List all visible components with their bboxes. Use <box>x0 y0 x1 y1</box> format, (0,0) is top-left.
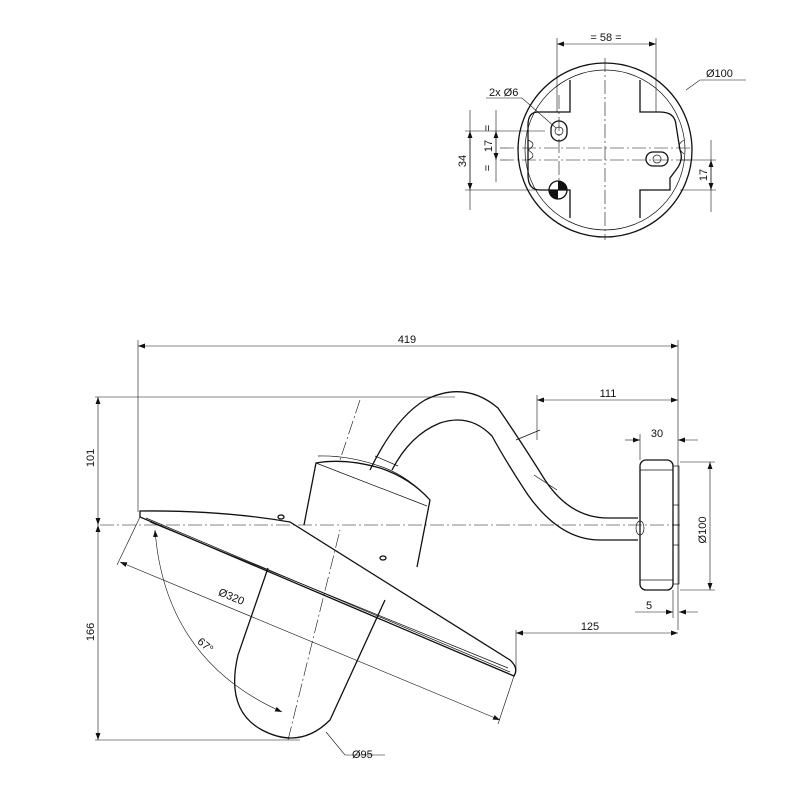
side-view-labels: 419 111 30 Ø100 5 101 166 Ø320 67° 125 Ø… <box>85 334 709 761</box>
plate-notch-left <box>527 139 534 161</box>
dim-total-width-label: 419 <box>398 334 416 346</box>
dim-shade-offset-label: 125 <box>581 621 599 633</box>
dim-height-top-label: 101 <box>85 449 97 467</box>
dim-17-left-label: 17 <box>483 140 495 152</box>
dim-width-label: = 58 = <box>590 32 621 44</box>
lamp-housing <box>303 460 431 568</box>
dim-plate-gap-label: 5 <box>646 600 652 612</box>
dim-equal-1-label: = <box>482 125 494 131</box>
plate-inner-outline <box>527 80 682 218</box>
dim-holes-label: 2x Ø6 <box>489 87 518 99</box>
dim-34-label: 34 <box>457 155 469 167</box>
dim-equal-2-label: = <box>482 165 494 171</box>
dim-arm-offset-label: 111 <box>600 388 617 400</box>
dim-plate-diameter-label: Ø100 <box>706 68 733 80</box>
top-view-labels: = 58 = 2x Ø6 Ø100 = = 17 34 17 <box>457 32 733 181</box>
dim-17-right-label: 17 <box>698 169 710 181</box>
gooseneck-arm-inner <box>391 419 638 541</box>
dim-plate-diameter-label-side: Ø100 <box>697 517 709 544</box>
dim-plate-depth-label: 30 <box>651 428 663 440</box>
dim-height-bottom-label: 166 <box>85 623 97 641</box>
top-view <box>465 38 746 240</box>
dim-angle-label: 67° <box>195 636 215 656</box>
lamp-shade <box>139 510 517 677</box>
side-view <box>95 340 715 756</box>
gooseneck-arm <box>369 391 638 519</box>
shade-rivet-2 <box>379 555 387 561</box>
plate-notch-right <box>678 139 685 155</box>
dim-shade-diameter-label: Ø320 <box>216 587 245 608</box>
dim-globe-diameter-label: Ø95 <box>352 749 373 761</box>
slot-hole-right-inner <box>652 154 662 164</box>
slot-hole-right <box>645 151 669 167</box>
shade-rivet-1 <box>277 514 285 520</box>
arm-screw <box>635 520 645 536</box>
center-of-gravity-icon <box>548 180 568 200</box>
